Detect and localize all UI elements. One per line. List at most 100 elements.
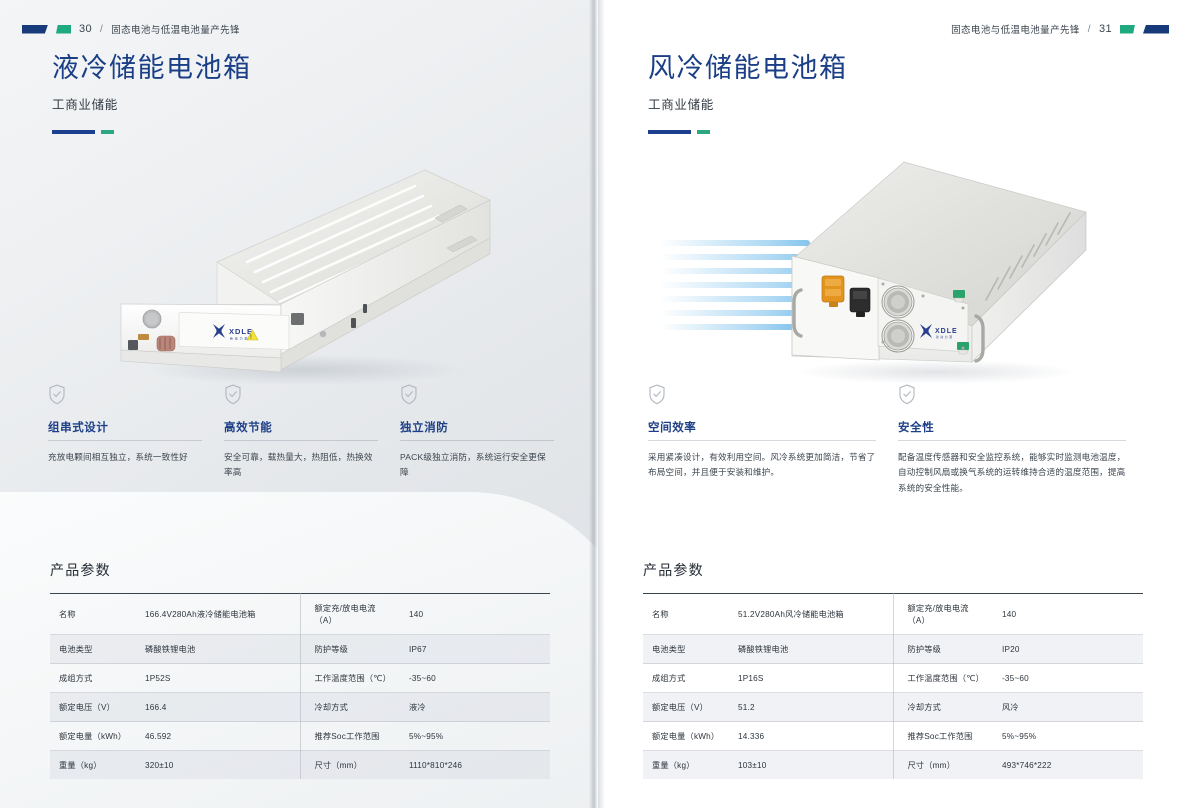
spec-key: 名称	[50, 593, 136, 635]
header-blue-mark-icon	[1143, 24, 1169, 34]
table-row: 名称 51.2V280Ah风冷储能电池箱 额定充/放电电流（A） 140	[643, 593, 1143, 635]
spec-key: 防护等级	[300, 634, 400, 664]
spec-key: 额定电压（V）	[643, 692, 729, 722]
table-row: 额定电量（kWh） 46.592 推荐Soc工作范围 5%~95%	[50, 721, 550, 751]
svg-text:XDLE: XDLE	[229, 327, 253, 336]
spec-key: 重量（kg）	[643, 750, 729, 779]
right-feature-list: 空间效率 采用紧凑设计，有效利用空间。风冷系统更加简洁，节省了布局空间，并且便于…	[648, 384, 1148, 496]
right-page: 固态电池与低温电池量产先锋 / 31 风冷储能电池箱 工商业储能	[598, 0, 1191, 808]
feature-title: 安全性	[898, 422, 935, 434]
spec-value: 166.4V280Ah液冷储能电池箱	[136, 593, 301, 635]
feature-body: 配备温度传感器和安全监控系统，能够实时监测电池温度，自动控制风扇或换气系统的运转…	[898, 452, 1126, 493]
page-number: 31	[1098, 23, 1112, 35]
page-title: 液冷储能电池箱	[52, 53, 252, 84]
spec-value: 166.4	[136, 692, 301, 722]
title-accent-rule	[52, 129, 252, 134]
spec-value: 1P52S	[136, 663, 301, 693]
spec-table: 名称 166.4V280Ah液冷储能电池箱 额定充/放电电流（A） 140 电池…	[50, 593, 550, 779]
feature-item: 空间效率 采用紧凑设计，有效利用空间。风冷系统更加简洁，节省了布局空间，并且便于…	[648, 384, 898, 496]
spec-value: 51.2	[729, 692, 894, 722]
params-heading: 产品参数	[643, 563, 704, 579]
spec-value: 磷酸铁锂电池	[729, 634, 894, 664]
table-row: 额定电压（V） 51.2 冷却方式 风冷	[643, 692, 1143, 722]
spec-key: 名称	[643, 593, 729, 635]
spec-key: 电池类型	[643, 634, 729, 664]
spec-value: 磷酸铁锂电池	[136, 634, 301, 664]
accent-bar-green-icon	[101, 129, 114, 134]
feature-body: 采用紧凑设计，有效利用空间。风冷系统更加简洁，节省了布局空间，并且便于安装和维护…	[648, 452, 876, 478]
spec-key: 额定电量（kWh）	[643, 721, 729, 751]
page-subtitle: 工商业储能	[648, 97, 715, 112]
spec-key: 尺寸（mm）	[300, 750, 400, 779]
feature-body: 充放电颗间相互独立，系统一致性好	[48, 452, 188, 462]
spec-value: IP67	[400, 634, 550, 664]
spec-value: 1P16S	[729, 663, 894, 693]
spec-value: 140	[993, 593, 1143, 635]
feature-item: 组串式设计 充放电颗间相互独立，系统一致性好	[48, 384, 224, 481]
spec-key: 成组方式	[50, 663, 136, 693]
accent-bar-blue-icon	[648, 129, 691, 134]
spec-value: 5%~95%	[400, 721, 550, 751]
spec-value: 14.336	[729, 721, 894, 751]
spec-key: 防护等级	[893, 634, 993, 664]
running-head-text: 固态电池与低温电池量产先锋	[111, 25, 240, 36]
spec-key: 额定充/放电电流（A）	[300, 593, 400, 635]
spec-value: 46.592	[136, 721, 301, 751]
feature-divider	[400, 440, 554, 441]
airflow-streamlines-icon	[660, 236, 830, 334]
header-blue-mark-icon	[22, 24, 48, 34]
page-title: 风冷储能电池箱	[648, 53, 848, 84]
feature-title: 高效节能	[224, 422, 273, 434]
spec-key: 工作温度范围（℃）	[300, 663, 400, 693]
spec-value: 140	[400, 593, 550, 635]
feature-divider	[224, 440, 378, 441]
page-number: 30	[79, 23, 93, 35]
table-row: 重量（kg） 103±10 尺寸（mm） 493*746*222	[643, 750, 1143, 779]
table-row: 电池类型 磷酸铁锂电池 防护等级 IP67	[50, 634, 550, 664]
header-green-mark-icon	[1120, 24, 1135, 34]
table-row: 额定电压（V） 166.4 冷却方式 液冷	[50, 692, 550, 722]
feature-divider	[48, 440, 202, 441]
spec-value: 493*746*222	[993, 750, 1143, 779]
feature-divider	[898, 440, 1126, 441]
shield-check-icon	[899, 384, 915, 405]
spec-key: 额定电压（V）	[50, 692, 136, 722]
shield-check-icon	[225, 384, 241, 405]
table-row: 成组方式 1P52S 工作温度范围（℃） -35~60	[50, 663, 550, 693]
right-title-block: 风冷储能电池箱 工商业储能	[648, 52, 848, 134]
left-params-section: 产品参数 名称 166.4V280Ah液冷储能电池箱 额定充/放电电流（A） 1…	[50, 560, 550, 779]
spec-value: 320±10	[136, 750, 301, 779]
shield-check-icon	[649, 384, 665, 405]
spec-value: 103±10	[729, 750, 894, 779]
feature-body: PACK级独立消防，系统运行安全更保障	[400, 452, 546, 478]
feature-item: 独立消防 PACK级独立消防，系统运行安全更保障	[400, 384, 576, 481]
shield-check-icon	[49, 384, 65, 405]
product-image-liquid-cooled: XDLE 新动力源 !	[95, 158, 495, 388]
feature-item: 高效节能 安全可靠，载热量大，热阻低，热换效率高	[224, 384, 400, 481]
spec-value: 液冷	[400, 692, 550, 722]
spec-value: 1110*810*246	[400, 750, 550, 779]
page-gutter-shadow	[598, 0, 605, 808]
table-row: 成组方式 1P16S 工作温度范围（℃） -35~60	[643, 663, 1143, 693]
spec-key: 额定电量（kWh）	[50, 721, 136, 751]
feature-title: 空间效率	[648, 422, 697, 434]
table-row: 重量（kg） 320±10 尺寸（mm） 1110*810*246	[50, 750, 550, 779]
spec-key: 尺寸（mm）	[893, 750, 993, 779]
feature-divider	[648, 440, 876, 441]
svg-text:!: !	[250, 335, 252, 341]
spec-value: 5%~95%	[993, 721, 1143, 751]
running-head-text: 固态电池与低温电池量产先锋	[951, 25, 1080, 36]
title-accent-rule	[648, 129, 848, 134]
spec-value: 51.2V280Ah风冷储能电池箱	[729, 593, 894, 635]
params-heading: 产品参数	[50, 563, 111, 579]
shield-check-icon	[401, 384, 417, 405]
product-image-air-cooled: XDLE 新动力源	[686, 150, 1106, 390]
svg-text:XDLE: XDLE	[935, 328, 958, 335]
spec-key: 冷却方式	[300, 692, 400, 722]
left-title-block: 液冷储能电池箱 工商业储能	[52, 52, 252, 134]
breadcrumb-separator: /	[100, 23, 104, 35]
spec-value: -35~60	[993, 663, 1143, 693]
table-row: 名称 166.4V280Ah液冷储能电池箱 额定充/放电电流（A） 140	[50, 593, 550, 635]
breadcrumb: 30 / 固态电池与低温电池量产先锋	[22, 22, 240, 36]
